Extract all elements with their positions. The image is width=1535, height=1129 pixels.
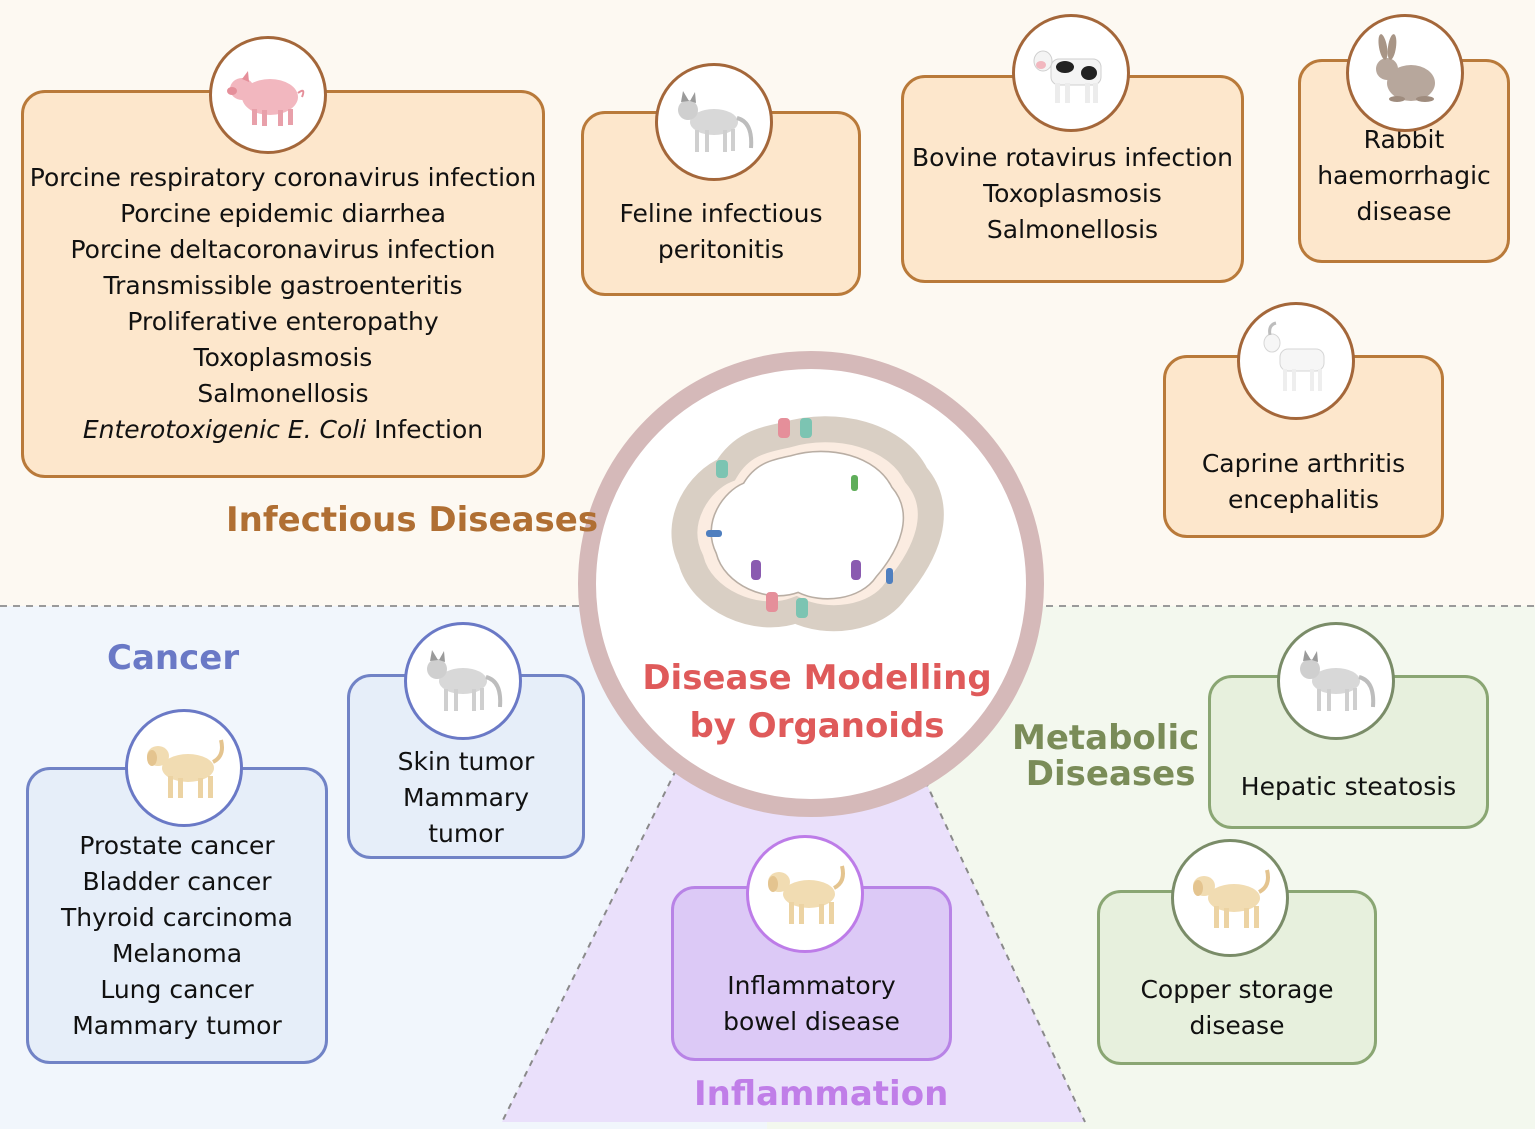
card-line: Feline infectious	[619, 198, 823, 228]
etec-italic-text: Enterotoxigenic E. Coli	[82, 415, 367, 444]
inflammation-edge-left	[501, 769, 677, 1123]
card-line: disease	[1356, 197, 1452, 226]
card-line: Bladder cancer	[82, 866, 272, 896]
card-line: bowel disease	[723, 1006, 900, 1036]
card-line: Bovine rotavirus infection	[912, 143, 1233, 172]
card-line: Melanoma	[111, 938, 243, 968]
cat-icon	[404, 622, 522, 740]
metabolic-title-line2: Diseases	[1025, 754, 1196, 794]
card-line: Caprine arthritis	[1201, 448, 1406, 478]
card-line: Prostate cancer	[79, 830, 275, 860]
card-line: Porcine epidemic diarrhea	[120, 199, 446, 228]
card-line: Mammary	[403, 782, 529, 812]
goat-icon	[1237, 302, 1355, 420]
card-line: Thyroid carcinoma	[61, 902, 293, 932]
card-line: haemorrhagic	[1317, 161, 1491, 190]
pig-icon	[209, 36, 327, 154]
infectious-diseases-title: Infectious Diseases	[226, 500, 599, 540]
card-line: Toxoplasmosis	[983, 179, 1162, 208]
card-line: Mammary tumor	[72, 1010, 282, 1040]
center-title-line1: Disease Modelling	[642, 658, 992, 698]
card-line: Hepatic steatosis	[1240, 772, 1457, 801]
cat-icon	[655, 63, 773, 181]
card-line: Proliferative enteropathy	[127, 307, 439, 336]
metabolic-diseases-title: Metabolic Diseases	[1012, 720, 1199, 792]
dog-icon	[125, 709, 243, 827]
rabbit-icon	[1346, 14, 1464, 132]
inflammation-title: Inflammation	[694, 1074, 949, 1114]
card-line: disease	[1189, 1010, 1285, 1040]
center-title-line2: by Organoids	[689, 706, 945, 746]
inflammation-edge-right	[919, 769, 1086, 1123]
card-dog-cancer: Prostate cancer Bladder cancer Thyroid c…	[26, 767, 328, 1064]
card-line: Porcine respiratory coronavirus infectio…	[29, 163, 537, 192]
cow-icon	[1012, 14, 1130, 132]
card-line: tumor	[428, 818, 504, 848]
card-pig-diseases: Porcine respiratory coronavirus infectio…	[21, 90, 545, 478]
card-line: Transmissible gastroenteritis	[103, 271, 463, 300]
card-line: Skin tumor	[397, 746, 535, 776]
dog-icon	[746, 835, 864, 953]
card-line: encephalitis	[1227, 484, 1380, 514]
cancer-title: Cancer	[107, 638, 240, 678]
cat-icon	[1277, 622, 1395, 740]
card-line: Copper storage	[1140, 974, 1334, 1004]
organoid-icon	[671, 416, 944, 632]
card-dog-inflammation: Inflammatory bowel disease	[671, 886, 952, 1061]
card-line: Salmonellosis	[986, 215, 1159, 244]
card-line: Porcine deltacoronavirus infection	[70, 235, 496, 264]
card-line: Salmonellosis	[197, 379, 369, 408]
card-line: Lung cancer	[100, 974, 254, 1004]
etec-rest-text: Infection	[366, 415, 484, 444]
card-line: Inflammatory	[727, 970, 896, 1000]
metabolic-title-line1: Metabolic	[1012, 718, 1200, 758]
card-line: Toxoplasmosis	[193, 343, 373, 372]
card-line-etec: Enterotoxigenic E. Coli Infection	[83, 412, 483, 448]
card-line: peritonitis	[657, 234, 785, 264]
dog-icon	[1171, 839, 1289, 957]
